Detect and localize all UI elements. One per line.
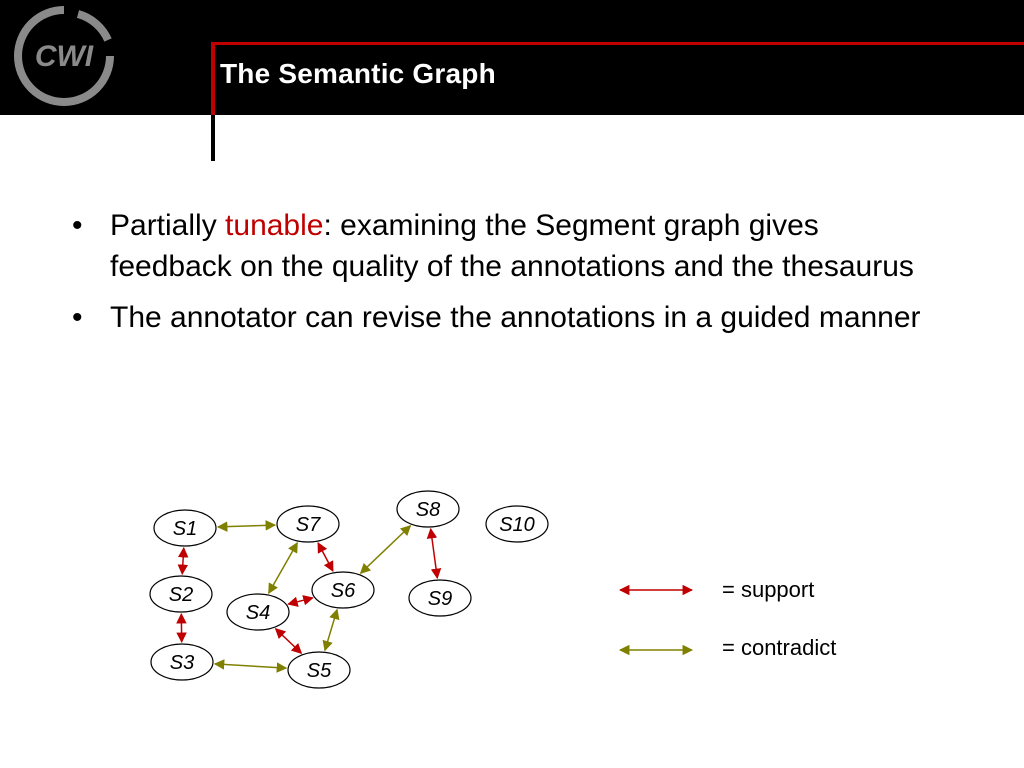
edge-s7-s4 <box>268 541 298 595</box>
legend-support-label: = support <box>722 577 815 602</box>
edge-s6-s5 <box>322 608 340 652</box>
node-s7: S7 <box>276 505 340 543</box>
node-s3: S3 <box>150 643 214 681</box>
bullet-dot: • <box>72 301 83 334</box>
edge-s6-s8 <box>359 525 412 574</box>
node-label: S10 <box>499 514 535 536</box>
node-label: S3 <box>170 652 194 674</box>
edge-s8-s9 <box>426 527 442 580</box>
node-label: S5 <box>307 660 332 682</box>
node-ellipse <box>276 505 340 543</box>
header-bar <box>0 0 1024 115</box>
node-label: S8 <box>416 499 440 521</box>
node-s4: S4 <box>226 593 290 631</box>
node-ellipse <box>485 505 549 543</box>
node-s8: S8 <box>396 490 460 528</box>
node-label: S2 <box>169 584 193 606</box>
title-vertical-rule <box>211 42 215 161</box>
node-label: S1 <box>173 518 197 540</box>
edge-s4-s6 <box>287 595 314 607</box>
bullet-highlight: tunable <box>225 209 324 242</box>
node-label: S4 <box>246 602 270 624</box>
bullet-text: The annotator can revise the annotations… <box>110 301 921 334</box>
node-ellipse <box>149 575 213 613</box>
node-s5: S5 <box>287 651 351 689</box>
page-title: The Semantic Graph <box>220 58 496 89</box>
edge-s7-s6 <box>317 542 334 572</box>
node-s9: S9 <box>408 579 472 617</box>
bullet-dot: • <box>72 209 83 242</box>
node-ellipse <box>153 509 217 547</box>
edge-s4-s5 <box>274 628 303 654</box>
node-ellipse <box>150 643 214 681</box>
bullet-item: • The annotator can revise the annotatio… <box>72 297 932 338</box>
bullet-item: • Partially tunable: examining the Segme… <box>72 205 932 287</box>
node-label: S7 <box>296 514 321 536</box>
svg-text:CWI: CWI <box>35 40 94 73</box>
node-ellipse <box>226 593 290 631</box>
title-rule <box>213 42 1024 45</box>
cwi-logo-icon: CWI <box>14 6 114 106</box>
node-ellipse <box>287 651 351 689</box>
node-s2: S2 <box>149 575 213 613</box>
node-ellipse <box>396 490 460 528</box>
node-label: S9 <box>428 588 452 610</box>
node-s6: S6 <box>311 571 375 609</box>
node-ellipse <box>311 571 375 609</box>
node-label: S6 <box>331 580 356 602</box>
edge-s1-s7 <box>216 520 277 532</box>
edge-s3-s5 <box>213 659 288 673</box>
node-s10: S10 <box>485 505 549 543</box>
edge-s1-s2 <box>177 546 189 576</box>
bullet-text: Partially <box>110 209 226 242</box>
node-ellipse <box>408 579 472 617</box>
bullet-list: • Partially tunable: examining the Segme… <box>72 205 932 348</box>
bullet-text: : examining the Segment graph gives feed… <box>110 209 914 283</box>
node-s1: S1 <box>153 509 217 547</box>
legend-contradict-label: = contradict <box>722 635 837 660</box>
